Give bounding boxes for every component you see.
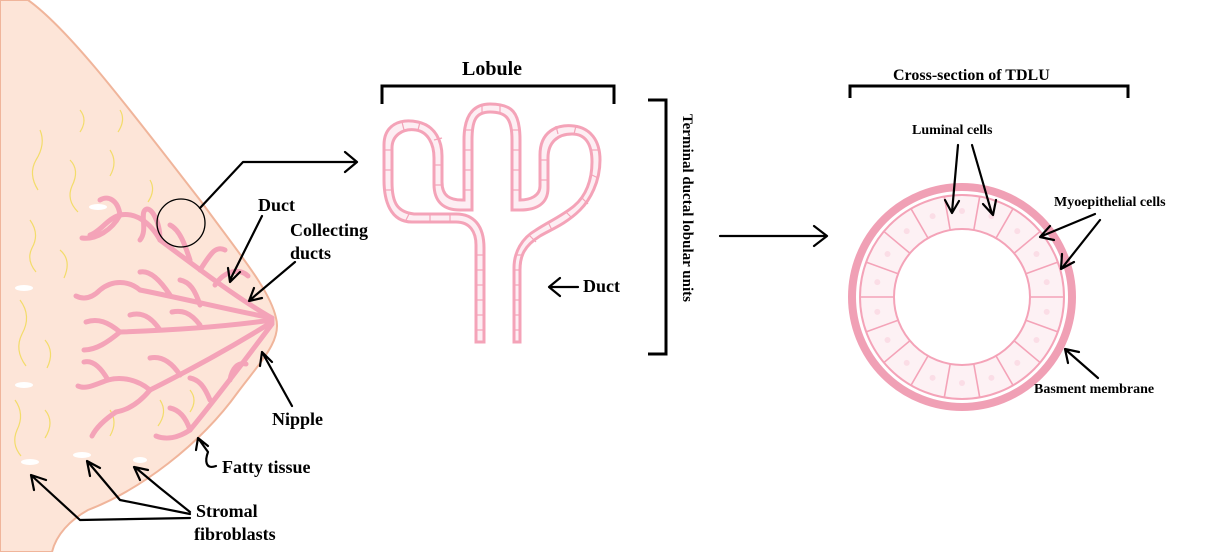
myoepithelial-arrow-2 [1061,220,1100,269]
arrow-lobule-to-cross-section [720,226,827,246]
basement-membrane-arrow [1065,349,1098,378]
tdlu-vertical-label: Terminal ductal lobular units [679,114,695,302]
myoepithelial-cells-label: Myoepithelial cells [1054,195,1166,210]
fatty-tissue-arrow [196,438,216,467]
cell-nucleus [885,251,891,257]
stromal-label-line1: Stromal [196,501,258,521]
cell-nucleus [874,309,880,315]
cell-nucleus [904,360,910,366]
stromal-label-line2: fibroblasts [194,524,276,544]
cell-nucleus [930,213,936,219]
cell-nucleus [1033,251,1039,257]
cell-nucleus [1044,309,1050,315]
duct-label-lobule: Duct [583,276,620,296]
lobule-bracket [382,86,614,104]
cell-nucleus [988,375,994,381]
cross-section-title: Cross-section of TDLU [893,67,1050,84]
collecting-ducts-label-line1: Collecting [290,220,368,240]
luminal-cells-label: Luminal cells [912,123,993,138]
tdlu-bracket [648,100,666,354]
lobule-epithelium [384,104,600,342]
cell-nucleus [1044,279,1050,285]
nipple-arrow [260,352,292,406]
nipple-label: Nipple [272,409,323,429]
luminal-cells-arrow-1 [945,145,959,213]
cross-section-bracket [850,86,1128,98]
lobule-illustration [384,104,600,342]
cell-nucleus [959,380,965,386]
cell-nucleus [930,375,936,381]
cell-nucleus [1033,337,1039,343]
cell-nucleus [1014,360,1020,366]
cell-nucleus [1014,228,1020,234]
cell-nucleus [874,279,880,285]
lobule-title: Lobule [462,58,522,80]
cell-nucleus [904,228,910,234]
duct-label-breast: Duct [258,195,295,215]
cell-nucleus [959,208,965,214]
fatty-tissue-label: Fatty tissue [222,457,311,477]
cell-nucleus [885,337,891,343]
collecting-ducts-label-line2: ducts [290,243,331,263]
basement-membrane-label: Basment membrane [1034,382,1154,397]
lumen [894,229,1030,365]
duct-arrow-lobule [549,278,578,296]
tdlu-cross-section [852,187,1072,407]
